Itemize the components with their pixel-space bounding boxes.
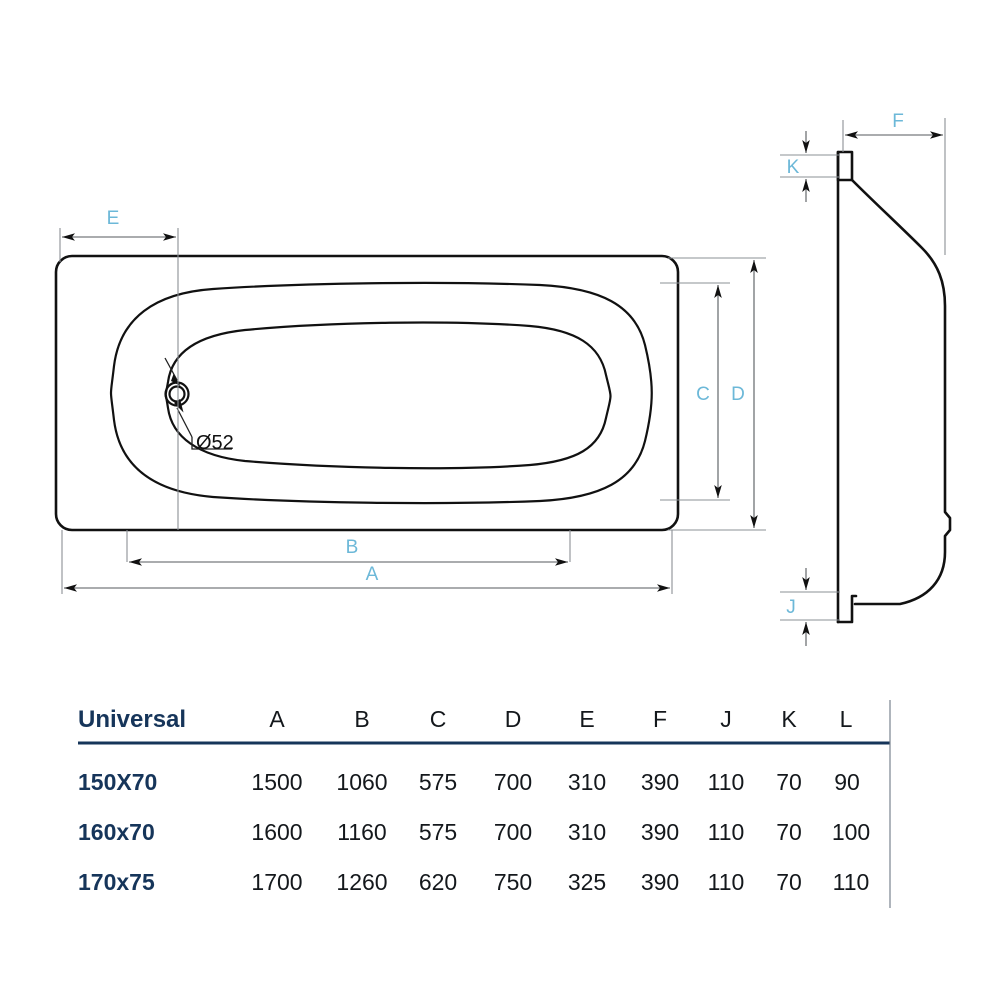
dimension-F: F (842, 111, 946, 255)
dimension-F-label: F (892, 111, 904, 132)
section-view: F K J (780, 111, 952, 646)
plan-view: Ø52 E C D B (54, 208, 766, 594)
table-cell: 70 (776, 869, 802, 895)
table-cell: 1260 (336, 869, 387, 895)
table-cell: 110 (708, 819, 745, 845)
table-cell: 575 (419, 819, 457, 845)
dimension-A: A (61, 530, 673, 594)
table-cell: 390 (641, 869, 679, 895)
dimension-C-label: C (696, 384, 710, 405)
table-cell: 310 (568, 769, 606, 795)
table-row-label: 150X70 (78, 769, 157, 795)
dimension-J: J (780, 568, 840, 646)
table-col-header-E: E (579, 706, 594, 732)
bath-inner-profile (850, 178, 952, 606)
table-cell: 1600 (251, 819, 302, 845)
table-row: 160x70 1600 1160 575 700 310 390 110 70 … (78, 819, 870, 845)
table-col-header-D: D (505, 706, 522, 732)
table-col-header-J: J (720, 706, 732, 732)
table-col-header-B: B (354, 706, 369, 732)
dimension-A-label: A (366, 564, 379, 585)
table-col-header-F: F (653, 706, 667, 732)
bath-base-lip (836, 594, 858, 624)
table-cell: 70 (776, 769, 802, 795)
table-cell: 750 (494, 869, 532, 895)
drain-diameter-label: Ø52 (196, 432, 234, 454)
table-cell: 110 (708, 769, 745, 795)
table-cell: 110 (833, 869, 870, 895)
dimension-K: K (780, 131, 840, 202)
table-cell: 575 (419, 769, 457, 795)
table-cell: 1500 (251, 769, 302, 795)
table-cell: 110 (708, 869, 745, 895)
table-cell: 310 (568, 819, 606, 845)
table-col-header-L: L (840, 706, 853, 732)
table-cell: 100 (832, 819, 870, 845)
bath-outer-rim (54, 254, 680, 532)
table-row: 170x75 1700 1260 620 750 325 390 110 70 … (78, 869, 869, 895)
dimension-C: C (660, 282, 730, 501)
table-cell: 390 (641, 769, 679, 795)
specification-table: Universal A B C D E F J K L 150X70 1500 … (78, 700, 891, 908)
dimension-K-label: K (787, 157, 800, 178)
table-cell: 390 (641, 819, 679, 845)
dimension-B: B (126, 530, 571, 566)
table-cell: 700 (494, 769, 532, 795)
table-col-header-C: C (430, 706, 447, 732)
dimension-B-label: B (346, 537, 359, 558)
table-row: 150X70 1500 1060 575 700 310 390 110 70 … (78, 769, 860, 795)
dimension-E-label: E (107, 208, 120, 229)
table-row-label: 160x70 (78, 819, 155, 845)
dimension-D: D (668, 257, 766, 531)
table-cell: 620 (419, 869, 457, 895)
table-col-header-A: A (269, 706, 285, 732)
table-cell: 1160 (337, 819, 386, 845)
table-cell: 1700 (251, 869, 302, 895)
table-cell: 325 (568, 869, 606, 895)
table-col-header-K: K (781, 706, 797, 732)
dimension-J-label: J (786, 597, 796, 618)
table-cell: 90 (834, 769, 860, 795)
table-title: Universal (78, 706, 186, 733)
dimension-E: E (59, 208, 179, 530)
table-row-label: 170x75 (78, 869, 155, 895)
bath-inner-contour-outer (109, 281, 653, 505)
table-cell: 700 (494, 819, 532, 845)
dimension-D-label: D (731, 384, 745, 405)
table-cell: 70 (776, 819, 802, 845)
table-cell: 1060 (336, 769, 387, 795)
